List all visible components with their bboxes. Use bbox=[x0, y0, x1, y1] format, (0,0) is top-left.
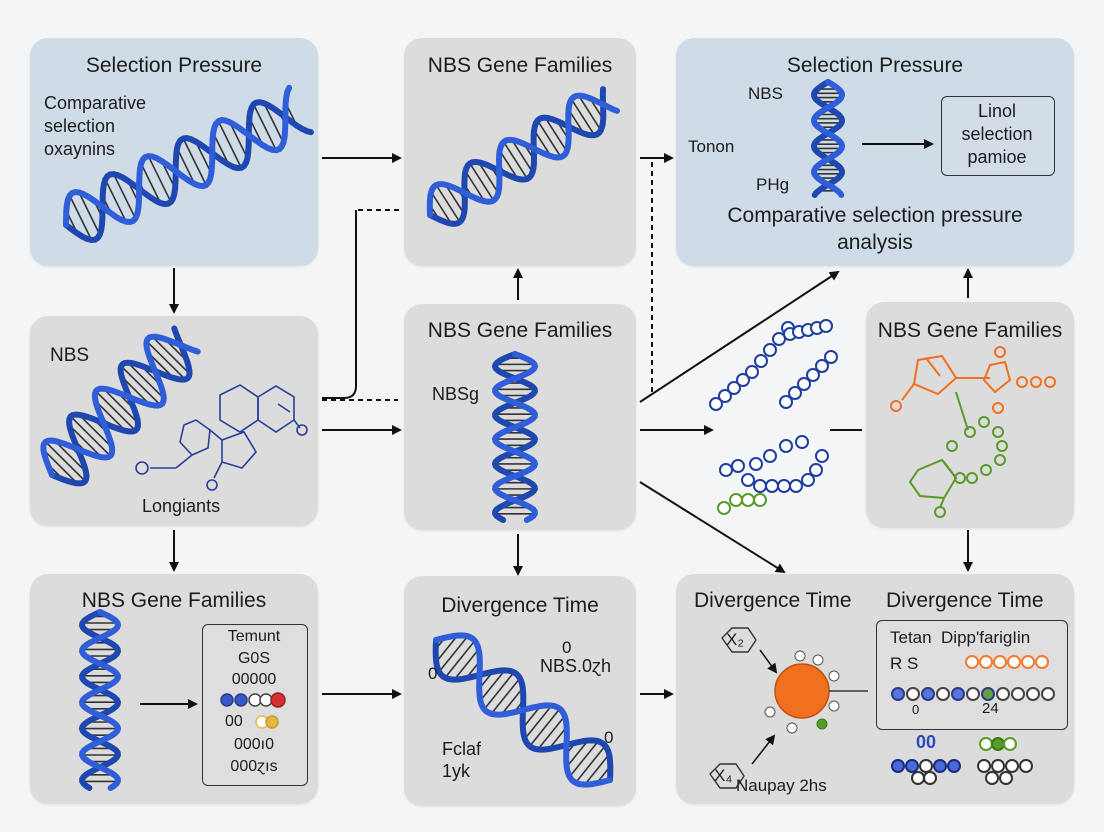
label-phg: PHg bbox=[756, 175, 790, 194]
panel-nbs-longiants bbox=[30, 316, 318, 526]
dna-helix-icon bbox=[63, 84, 314, 244]
panel-selection-pressure-2 bbox=[676, 38, 1074, 266]
panel-nbs-gene-families-4 bbox=[30, 574, 318, 804]
label-x2: X₂ bbox=[726, 630, 744, 649]
box-header: Tetan Dipp'farigIin bbox=[890, 628, 1031, 647]
dna-helix-icon bbox=[491, 351, 539, 523]
panel-title: NBS Gene Families bbox=[81, 589, 267, 612]
list-item: G0S bbox=[237, 650, 270, 667]
label-fclaf: Fclaf 1yk bbox=[442, 739, 482, 781]
label-zero: 0 bbox=[562, 638, 572, 657]
label-nbsg: NBSg bbox=[432, 384, 480, 404]
label-x4: X₄ bbox=[714, 766, 733, 785]
label-zero: 0 bbox=[428, 664, 438, 683]
list-item: 00000 bbox=[231, 671, 277, 688]
molecule-icon bbox=[135, 384, 308, 491]
panel-nbs-gene-families-3 bbox=[866, 302, 1074, 528]
dna-helix-icon bbox=[78, 609, 122, 791]
panel-title: NBS Gene Families bbox=[427, 54, 613, 77]
label-nbs02h: NBS.0ɀh bbox=[540, 656, 612, 676]
label-rs: R S bbox=[890, 654, 919, 673]
label-tonon: Tonon bbox=[688, 137, 735, 156]
list-item: 000ɀıs bbox=[230, 758, 278, 775]
bead-chain-icon bbox=[709, 319, 838, 515]
panel-title: Selection Pressure bbox=[85, 54, 263, 77]
label-zero: 0 bbox=[912, 702, 920, 717]
panel-title: Selection Pressure bbox=[786, 54, 964, 77]
panel-description: Comparative selection oxaynins bbox=[44, 93, 147, 159]
label-longiants: Longiants bbox=[142, 496, 221, 516]
connector-arrows bbox=[140, 139, 973, 709]
dna-helix-icon bbox=[810, 79, 846, 198]
tetan-box bbox=[876, 620, 1068, 730]
bead-chain-icon bbox=[220, 692, 286, 729]
panel-title: Divergence Time bbox=[441, 594, 599, 617]
label-naupay: Naupay 2hs bbox=[736, 776, 827, 795]
dna-helix-icon bbox=[432, 632, 614, 788]
list-item: 00 bbox=[225, 713, 243, 730]
molecule-icon bbox=[709, 627, 757, 789]
temunt-list-box bbox=[202, 624, 308, 786]
label-zero: 0 bbox=[604, 728, 614, 747]
list-item: 000ı0 bbox=[233, 736, 275, 753]
linol-selection-box bbox=[941, 96, 1055, 176]
dna-helix-icon bbox=[426, 86, 620, 227]
bead-chain-icon bbox=[891, 655, 1055, 785]
hub-node-icon bbox=[751, 649, 868, 765]
label-nbs: NBS bbox=[748, 84, 783, 103]
panel-title: Divergence Time bbox=[694, 589, 852, 612]
label-nbs: NBS bbox=[50, 345, 90, 366]
dna-helix-icon bbox=[40, 325, 201, 487]
list-item: Temunt bbox=[227, 628, 281, 645]
label-24: 24 bbox=[982, 700, 999, 717]
panel-title: NBS Gene Families bbox=[427, 319, 613, 342]
panel-title: NBS Gene Families bbox=[877, 319, 1063, 342]
panel-title: Divergence Time bbox=[886, 589, 1044, 612]
panel-subtitle: Comparative selection pressure analysis bbox=[727, 204, 1023, 254]
dashed-connectors bbox=[322, 162, 653, 401]
box-text: Linol selection pamioe bbox=[961, 101, 1033, 167]
panel-nbs-gene-families-2 bbox=[404, 304, 636, 530]
molecule-icon bbox=[890, 346, 1056, 518]
label-00: 00 bbox=[916, 732, 937, 752]
